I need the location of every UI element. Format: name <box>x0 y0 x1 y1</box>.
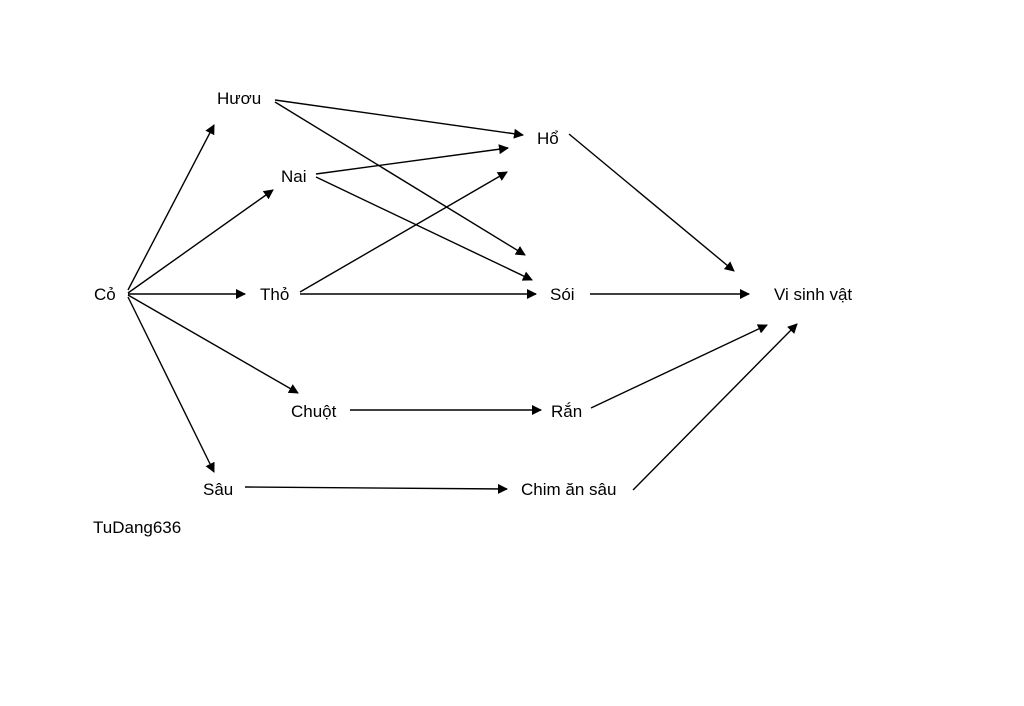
edge-arrow-line <box>568 133 735 272</box>
edge-arrow-line <box>315 144 509 175</box>
edge-arrow-line <box>127 189 274 294</box>
edge-arrow-line <box>274 99 524 139</box>
node-soi: Sói <box>550 285 575 304</box>
edge-arrow-line <box>127 296 215 473</box>
edge-nai-to-soi <box>315 176 533 281</box>
node-nai: Nai <box>281 167 307 186</box>
author-caption: TuDang636 <box>93 518 182 537</box>
node-vi-sinh-vat: Vi sinh vật <box>774 285 852 304</box>
node-co: Cỏ <box>94 285 116 304</box>
edge-co-to-huou <box>127 124 215 291</box>
edge-arrow-line <box>244 483 508 494</box>
edge-arrow-line <box>274 101 526 256</box>
edge-arrow-line <box>315 176 533 281</box>
edge-chim-an-sau-to-vi-sinh-vat <box>632 323 798 491</box>
node-ran: Rắn <box>551 402 582 421</box>
edge-co-to-nai <box>127 189 274 294</box>
edges-group <box>127 99 798 494</box>
nodes-group: Cỏ Hươu Nai Thỏ Chuột Sâu Hổ Sói Rắn Chi… <box>94 89 852 499</box>
edge-huou-to-soi <box>274 101 526 256</box>
edge-huou-to-ho <box>274 99 524 139</box>
edge-sau-to-chim-an-sau <box>244 483 508 494</box>
node-chim-an-sau: Chim ăn sâu <box>521 480 616 499</box>
node-tho: Thỏ <box>260 285 289 304</box>
node-ho: Hổ <box>537 129 559 148</box>
edge-arrow-line <box>632 323 798 491</box>
edge-ho-to-vi-sinh-vat <box>568 133 735 272</box>
edge-co-to-sau <box>127 296 215 473</box>
edge-arrow-line <box>127 294 299 394</box>
edge-nai-to-ho <box>315 144 509 175</box>
node-chuot: Chuột <box>291 402 337 421</box>
edge-arrow-line <box>299 171 508 293</box>
edge-ran-to-vi-sinh-vat <box>590 324 768 409</box>
edge-arrow-line <box>127 124 215 291</box>
edge-tho-to-ho <box>299 171 508 293</box>
edge-arrow-line <box>590 324 768 409</box>
edge-co-to-chuot <box>127 294 299 394</box>
node-sau: Sâu <box>203 480 233 499</box>
node-huou: Hươu <box>217 89 261 108</box>
